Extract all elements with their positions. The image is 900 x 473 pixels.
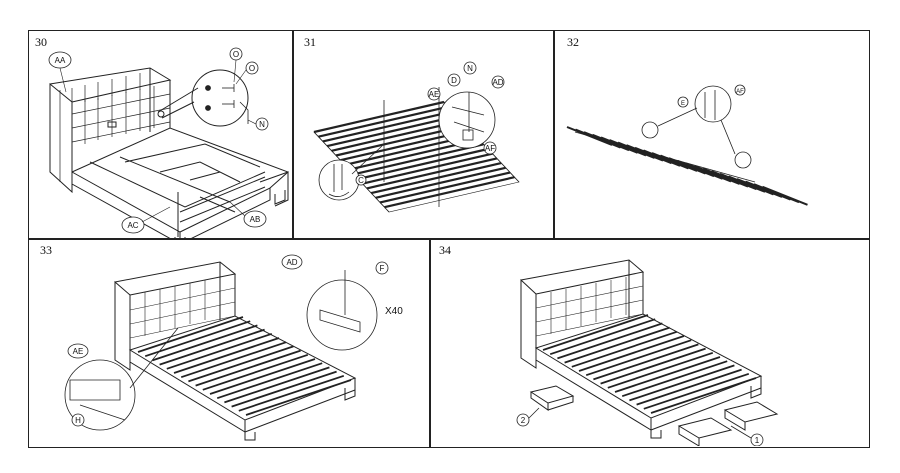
slat [384, 176, 515, 209]
slats-33 [137, 316, 352, 416]
slat [650, 377, 757, 414]
slat [585, 339, 692, 377]
label-F: F [380, 264, 385, 273]
slats-34 [542, 314, 757, 414]
slat [144, 320, 251, 358]
slat [578, 335, 685, 372]
col-divider-2 [553, 30, 555, 238]
label-H: H [75, 416, 81, 425]
slat [357, 147, 489, 181]
slat [231, 370, 337, 408]
slat [600, 347, 706, 385]
slat-frame-support-illustration: E AF [566, 84, 808, 206]
slat [313, 100, 445, 134]
slat [370, 162, 502, 195]
slat [202, 353, 309, 391]
label-AD: AD [286, 258, 297, 267]
label-AC: AC [127, 221, 138, 230]
bed-frame-illustration: AA O O N AC AB [48, 47, 289, 238]
slat [353, 143, 484, 176]
slat [318, 105, 449, 138]
label-AA: AA [55, 56, 66, 65]
label-2: 2 [521, 416, 526, 425]
bed-with-drawers-illustration: 2 1 [516, 259, 779, 446]
step-32-panel: 32 E AF [555, 32, 868, 238]
label-E: E [681, 101, 685, 107]
label-D: D [451, 76, 457, 85]
slat [366, 157, 498, 190]
row-divider [28, 238, 870, 240]
label-O-1: O [233, 50, 239, 59]
quantity-label: X40 [385, 306, 403, 317]
step-31-panel: 31 AE D [294, 32, 553, 238]
slat [224, 366, 330, 404]
slat [762, 185, 808, 206]
label-N: N [467, 64, 473, 73]
slat [173, 337, 280, 374]
label-bubbles [48, 47, 269, 234]
slat [322, 110, 454, 143]
step-number: 31 [304, 35, 316, 49]
slat [549, 318, 656, 356]
slat [564, 326, 670, 364]
slat [636, 368, 742, 406]
slat [209, 358, 316, 395]
label-AE: AE [429, 90, 440, 99]
slat [166, 332, 273, 370]
slat [621, 360, 728, 398]
slat [593, 343, 699, 381]
step-34-panel: 34 [431, 240, 868, 446]
slat [629, 364, 735, 402]
col-divider-3 [429, 238, 431, 448]
label-AF: AF [736, 89, 744, 95]
label-AE: AE [73, 347, 84, 356]
bed-with-slats-illustration: AD F AE H X40 [64, 254, 403, 441]
step-number: 34 [439, 243, 451, 257]
label-AD: AD [492, 78, 503, 87]
slat [643, 372, 750, 410]
slat [238, 374, 345, 412]
label-1: 1 [755, 436, 760, 445]
step-number: 30 [35, 35, 47, 49]
label-C: C [358, 176, 364, 185]
label-AB: AB [250, 215, 261, 224]
slat [137, 316, 244, 353]
slat [245, 379, 352, 416]
slat [216, 362, 323, 400]
col-divider-1 [292, 30, 294, 238]
slat [180, 341, 287, 379]
slat [542, 314, 649, 351]
slat [379, 171, 511, 204]
slat [152, 324, 258, 362]
step-30-panel: 30 [30, 32, 292, 238]
slat [375, 166, 506, 199]
slat [326, 115, 458, 148]
slats-32 [566, 126, 808, 206]
slat [188, 345, 294, 383]
slat [614, 356, 721, 393]
label-AF: AF [485, 144, 495, 153]
slat [571, 330, 678, 368]
slat-frame-illustration: AE D N AD AF C [313, 61, 520, 213]
label-N: N [259, 120, 265, 129]
step-33-panel: 33 [30, 240, 429, 446]
slat [159, 328, 265, 366]
slat [195, 349, 301, 387]
step-number: 33 [40, 243, 52, 257]
step-number: 32 [567, 35, 579, 49]
slat [557, 322, 663, 360]
slat [607, 351, 714, 389]
label-O-2: O [249, 64, 255, 73]
